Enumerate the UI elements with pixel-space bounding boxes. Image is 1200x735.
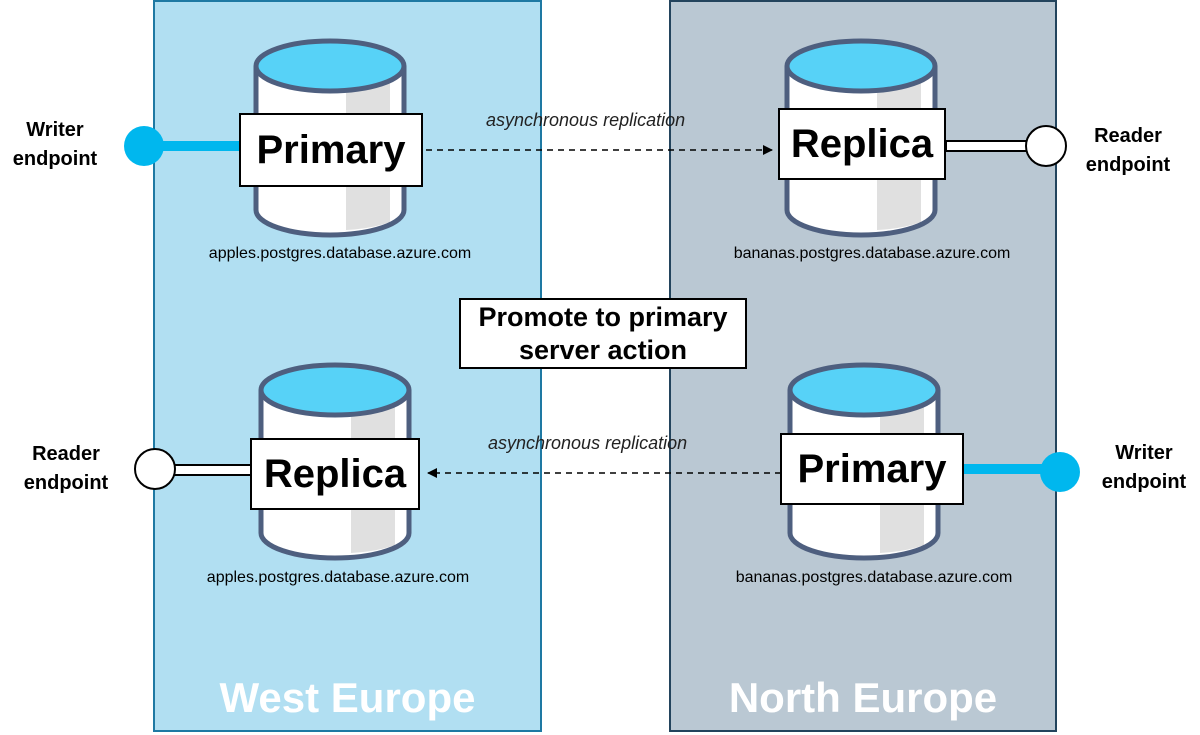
reader-link-top — [945, 140, 1032, 152]
hostname-bottom-right: bananas.postgres.database.azure.com — [735, 569, 1013, 586]
primary-box-top: Primary — [239, 113, 423, 187]
writer-endpoint-label-bottom: Writer endpoint — [1089, 439, 1199, 497]
promote-action-line1: Promote to primary — [478, 301, 728, 332]
replica-box-top: Replica — [778, 108, 946, 180]
region-title-north: North Europe — [728, 674, 998, 721]
hostname-bottom-left: apples.postgres.database.azure.com — [206, 569, 470, 586]
reader-endpoint-text-bottom: Reader endpoint — [23, 443, 109, 494]
region-title-west: West Europe — [219, 674, 476, 721]
replication-label-top: asynchronous replication — [486, 110, 686, 130]
primary-box-bottom: Primary — [780, 433, 964, 505]
reader-endpoint-text-top: Reader endpoint — [1085, 125, 1171, 176]
writer-endpoint-text-bottom: Writer endpoint — [1101, 442, 1187, 493]
replication-label-bottom: asynchronous replication — [488, 433, 688, 453]
reader-endpoint-label-bottom: Reader endpoint — [10, 440, 122, 498]
hostname-top-right: bananas.postgres.database.azure.com — [733, 245, 1011, 262]
reader-endpoint-label-top: Reader endpoint — [1073, 122, 1183, 180]
endpoint-circle-icon-reader-top — [1025, 125, 1067, 167]
endpoint-circle-icon-writer-bottom — [1040, 452, 1080, 492]
writer-endpoint-label-top: Writer endpoint — [0, 116, 110, 174]
promote-action-box: Promote to primary server action — [459, 298, 747, 369]
reader-link-bottom — [169, 464, 253, 476]
hostname-top-left: apples.postgres.database.azure.com — [208, 245, 472, 262]
endpoint-circle-icon-writer-top — [124, 126, 164, 166]
replica-box-bottom: Replica — [250, 438, 420, 510]
endpoint-circle-icon-reader-bottom — [134, 448, 176, 490]
writer-endpoint-text-top: Writer endpoint — [12, 119, 98, 170]
promote-action-line2: server action — [518, 334, 688, 365]
